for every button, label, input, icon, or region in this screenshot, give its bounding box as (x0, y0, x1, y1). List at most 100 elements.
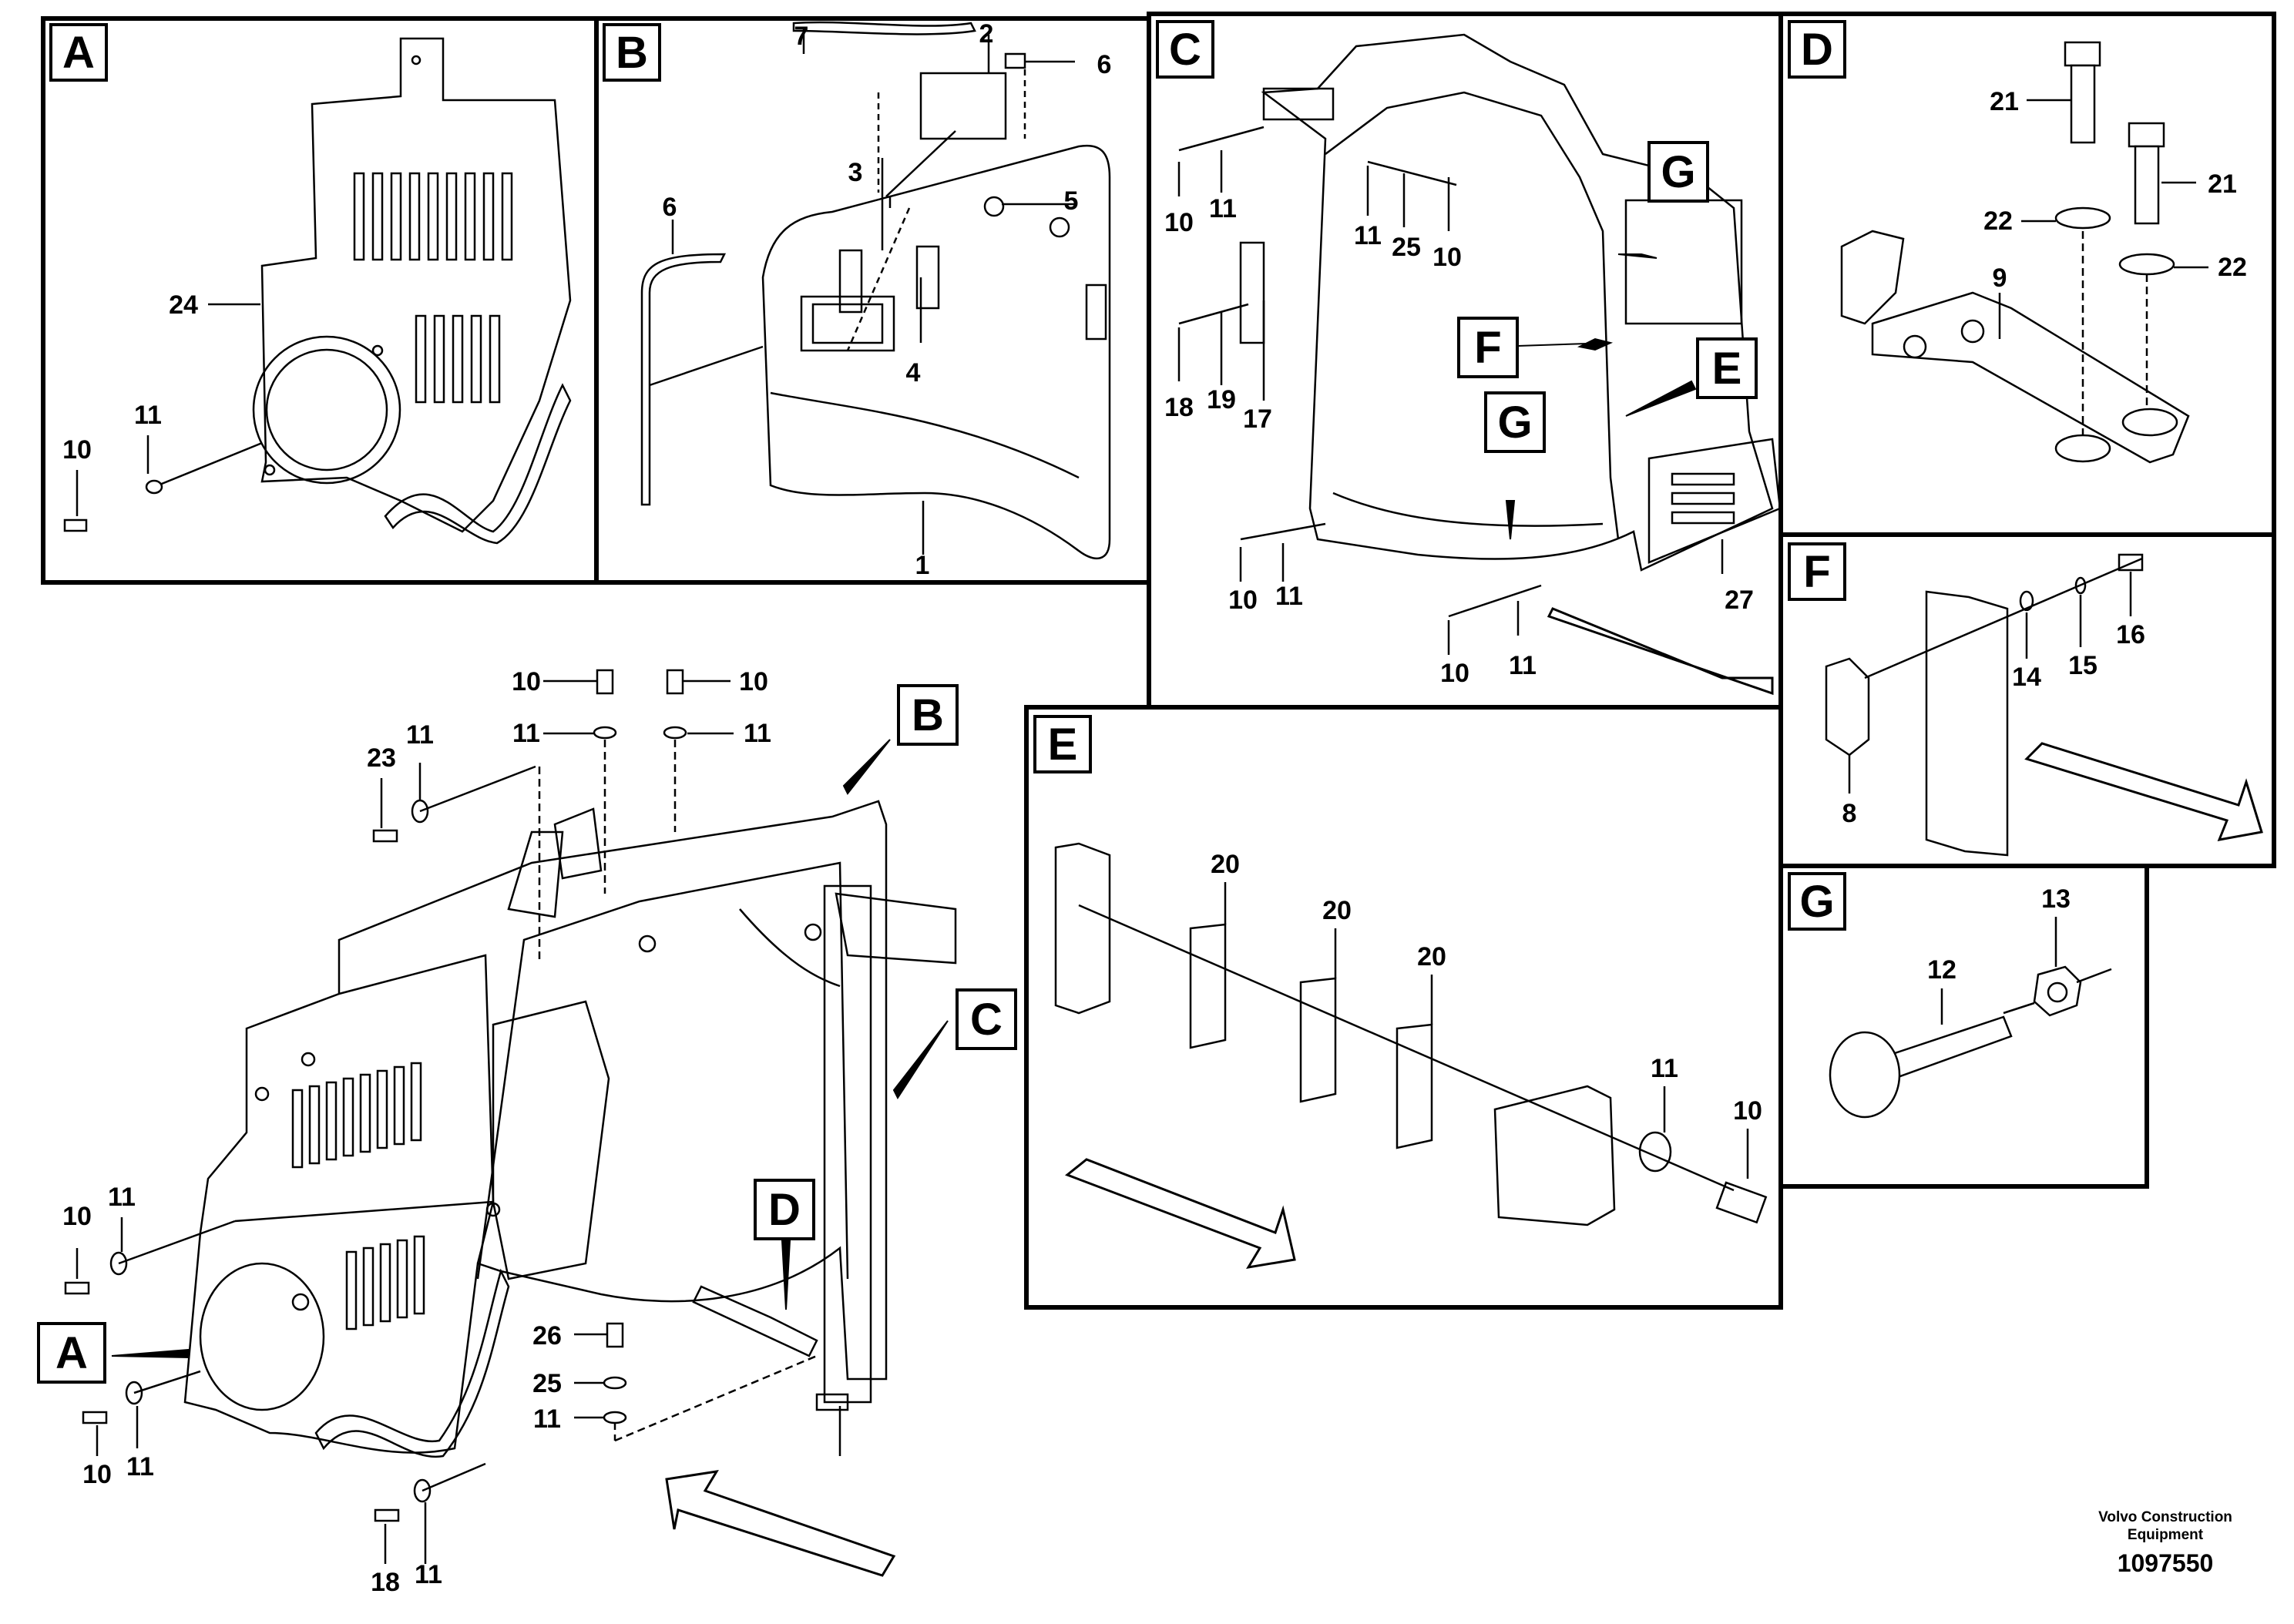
label-12: 12 (1927, 955, 1956, 985)
label-21: 21 (1990, 87, 2019, 116)
panel-b: B (594, 16, 1151, 585)
callout-d: D (768, 1185, 801, 1235)
callout-e: E (1712, 344, 1742, 394)
mount-block (1493, 1085, 1616, 1226)
label-10: 10 (62, 1202, 92, 1231)
label-25: 25 (1392, 233, 1421, 262)
label-8: 8 (1842, 799, 1857, 828)
panel-c-leaders (1177, 126, 1724, 655)
panel-c-tag: C (1169, 25, 1201, 75)
brand-line-2: Equipment (2128, 1527, 2204, 1543)
label-19: 19 (1207, 385, 1236, 414)
panel-f: F 14 15 16 8 (1778, 532, 2276, 868)
panel-d: D 21 21 22 22 9 (1778, 12, 2276, 537)
label-13: 13 (2041, 884, 2071, 914)
latch-arm-9 (1871, 291, 2190, 464)
label-10: 10 (739, 667, 768, 696)
washer-22 (2054, 206, 2111, 230)
front-cover-assembly (640, 21, 1111, 560)
panel-g-tag-box (1788, 872, 1846, 931)
label-9: 9 (1993, 263, 2007, 293)
bolt-icon (606, 1322, 624, 1348)
plate (1925, 590, 2009, 857)
washer-icon (593, 726, 617, 740)
shim-20 (1396, 1023, 1433, 1149)
label-22: 22 (2218, 253, 2247, 282)
bolt-21 (2128, 122, 2165, 148)
panel-g: G 12 13 (1778, 864, 2149, 1189)
main-fasteners (64, 669, 687, 1522)
label-26: 26 (532, 1321, 562, 1351)
shim-assembly (1054, 842, 1768, 1226)
panel-e-tag-box (1033, 715, 1092, 773)
vent-slots (353, 172, 513, 404)
label-7: 7 (794, 22, 809, 51)
callout-a-box (37, 1322, 106, 1384)
label-15: 15 (2068, 651, 2098, 680)
label-18: 18 (1164, 393, 1194, 422)
rubber-stop-8 (1825, 657, 1870, 757)
washer-icon (663, 726, 687, 740)
side-cover-plate (252, 37, 572, 545)
washer-22 (2118, 253, 2175, 276)
label-20: 20 (1211, 850, 1240, 879)
label-20: 20 (1322, 896, 1352, 925)
label-17: 17 (1243, 404, 1272, 434)
footer: Volvo Construction Equipment 1097550 (2098, 1509, 2232, 1577)
label-11: 11 (415, 1560, 442, 1589)
shim-20 (1189, 923, 1227, 1049)
label-11: 11 (512, 719, 540, 748)
direction-arrow-icon (2024, 742, 2263, 841)
bolt-icon (374, 1508, 400, 1522)
cover-plate-27 (1647, 438, 1782, 564)
panel-a: A (41, 16, 599, 585)
panel-f-leaders (1848, 572, 2132, 794)
washer-icon (603, 1411, 627, 1424)
bolt-10 (1715, 1181, 1768, 1224)
panel-f-tag-box (1788, 542, 1846, 601)
label-2: 2 (979, 19, 994, 49)
panel-g-tag: G (1799, 877, 1834, 927)
panel-d-tag-box (1788, 20, 1846, 79)
label-27: 27 (1725, 586, 1754, 615)
bolt-icon (372, 829, 398, 843)
washer-icon (603, 1376, 627, 1390)
bracket-17 (1239, 241, 1265, 344)
panel-a-tag: A (62, 28, 95, 78)
main-vent-slots (291, 1062, 425, 1330)
bumper-assembly (1829, 965, 2082, 1119)
panel-b-tag-box (603, 23, 661, 82)
label-11: 11 (108, 1183, 136, 1212)
callout-a: A (55, 1328, 88, 1378)
label-11: 11 (744, 719, 771, 748)
callout-c-box (956, 988, 1017, 1050)
assembly-frame (183, 800, 957, 1458)
bracket (1054, 842, 1111, 1015)
panel-d-leaders (1998, 99, 2208, 435)
label-10: 10 (62, 435, 92, 465)
assembly-axis (1078, 904, 1735, 1192)
rubber-bumper-12 (1829, 1031, 1901, 1119)
label-6: 6 (663, 193, 677, 222)
bolt-icon (64, 1281, 90, 1295)
shim-20 (1299, 977, 1337, 1103)
callout-b-box (897, 684, 959, 746)
label-11: 11 (1509, 651, 1537, 680)
panel-a-tag-box (49, 23, 108, 82)
callout-g-box (1647, 141, 1709, 203)
direction-arrow-icon (665, 1470, 896, 1577)
label-10: 10 (1164, 208, 1194, 237)
callout-f: F (1474, 323, 1501, 373)
label-10: 10 (1228, 586, 1258, 615)
label-10: 10 (1733, 1096, 1762, 1126)
panel-a-fasteners (63, 479, 163, 532)
label-11: 11 (134, 401, 162, 430)
callout-d-box (754, 1179, 815, 1240)
washer-11 (1638, 1131, 1672, 1173)
callout-g: G (1497, 398, 1532, 448)
callout-b: B (912, 690, 944, 740)
direction-arrow-icon (1065, 1158, 1296, 1270)
part-number: 1097550 (2118, 1549, 2214, 1577)
